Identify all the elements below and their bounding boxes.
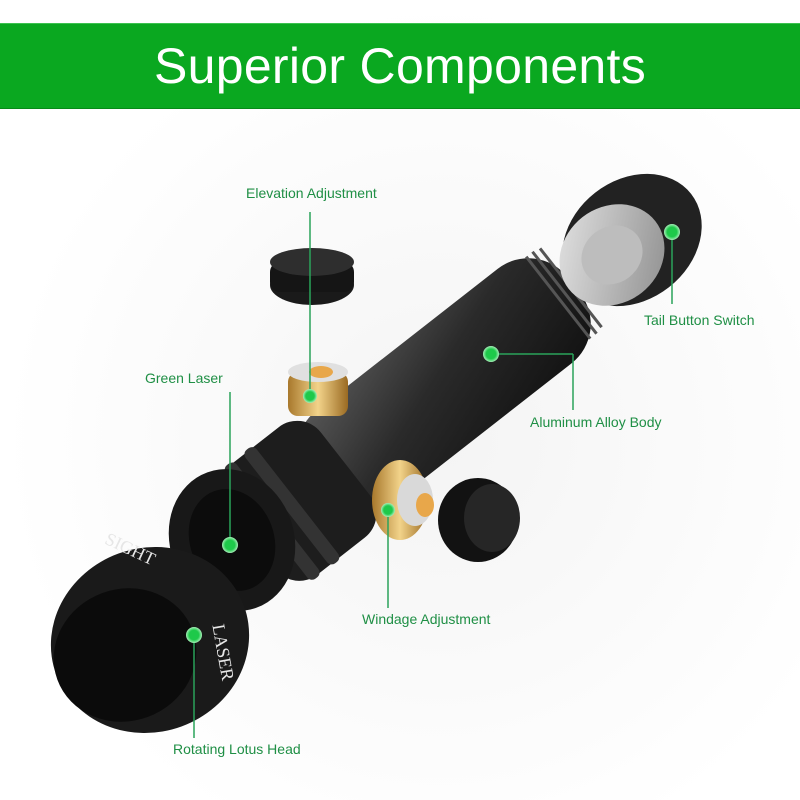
callout-label-windage: Windage Adjustment: [362, 611, 491, 627]
callout-dot-elevation: [303, 389, 317, 403]
callout-dot-body: [483, 346, 499, 362]
elevation-cap: [270, 248, 354, 305]
callout-label-body: Aluminum Alloy Body: [530, 414, 662, 430]
callout-dots: [186, 224, 680, 643]
callout-label-lotus: Rotating Lotus Head: [173, 741, 301, 757]
callout-dot-green-laser: [222, 537, 238, 553]
callout-label-elevation: Elevation Adjustment: [246, 185, 377, 201]
callout-dot-tail: [664, 224, 680, 240]
windage-screw: [372, 460, 434, 540]
lotus-head: SIGHT LASER: [50, 529, 250, 733]
elevation-screw: [288, 362, 348, 416]
callout-lines: [193, 212, 673, 738]
windage-cap: [438, 478, 520, 562]
callout-label-tail: Tail Button Switch: [644, 312, 755, 328]
callout-dot-lotus: [186, 627, 202, 643]
header-banner: Superior Components: [0, 23, 800, 109]
callout-label-green-laser: Green Laser: [145, 370, 223, 386]
page-title: Superior Components: [153, 38, 647, 94]
tail-cap: [559, 173, 702, 307]
callout-dot-windage: [381, 503, 395, 517]
